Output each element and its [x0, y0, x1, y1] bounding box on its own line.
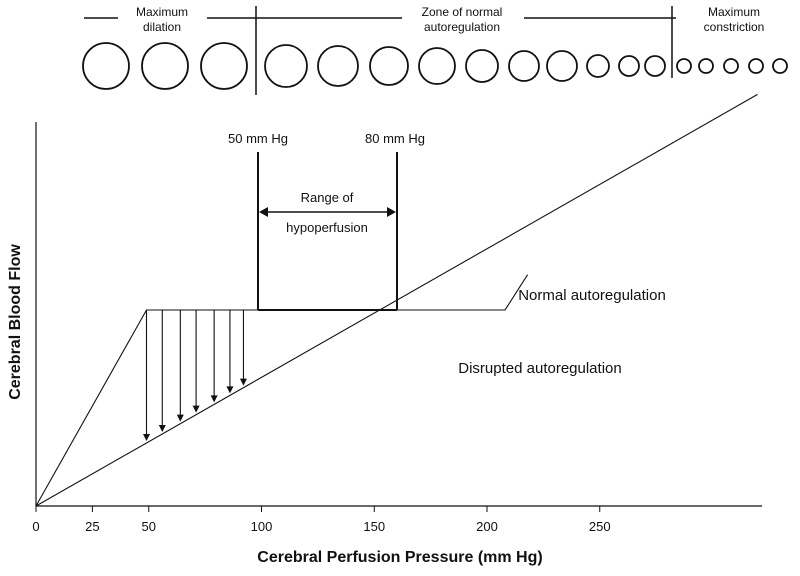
drop-arrow-head [210, 395, 218, 403]
drop-arrow-head [176, 414, 184, 422]
vessel-circle [586, 54, 610, 78]
vessel-diameter-band: Maximum dilation Zone of normal autoregu… [82, 5, 788, 95]
x-tick-label: 100 [251, 519, 273, 534]
x-tick-label: 250 [589, 519, 611, 534]
vessel-circle [317, 45, 359, 87]
drop-arrow-head [142, 433, 150, 441]
hypoperfusion-range-arrow [259, 207, 396, 217]
vessel-circle [698, 58, 714, 74]
curve-label-disrupted: Disrupted autoregulation [458, 360, 621, 377]
x-axis-title: Cerebral Perfusion Pressure (mm Hg) [257, 549, 542, 566]
vessel-circle [200, 42, 248, 90]
axes [35, 122, 762, 507]
x-tick-label: 50 [142, 519, 156, 534]
y-axis-title: Cerebral Blood Flow [7, 244, 24, 400]
vessel-circle [546, 50, 578, 82]
vessel-circle [748, 58, 764, 74]
x-tick-label: 0 [32, 519, 39, 534]
threshold-label-50: 50 mm Hg [228, 131, 288, 146]
threshold-label-80: 80 mm Hg [365, 131, 425, 146]
vessel-circle [418, 47, 456, 85]
x-tick-label: 25 [85, 519, 99, 534]
range-label-1: Range of [301, 190, 354, 205]
x-tick-label: 150 [363, 519, 385, 534]
vessel-circle [508, 50, 540, 82]
vessel-circle [82, 42, 130, 90]
curve-label-normal: Normal autoregulation [518, 287, 666, 304]
vessel-circle [369, 46, 409, 86]
x-ticks: 0 25 50 100 150 200 250 [32, 506, 611, 534]
range-label-2: hypoperfusion [286, 220, 368, 235]
vessel-circle [618, 55, 640, 77]
zone-label-normal-1: Zone of normal [422, 5, 503, 19]
vessel-circle [264, 44, 308, 88]
zone-label-max-dilation-1: Maximum [136, 5, 188, 19]
drop-arrow-head [226, 386, 234, 394]
drop-arrow-head [158, 424, 166, 432]
vessel-circle [644, 55, 666, 77]
hypoperfusion-drop-arrows [142, 310, 247, 441]
x-tick-label: 200 [476, 519, 498, 534]
drop-arrow-head [192, 405, 200, 413]
zone-label-normal-2: autoregulation [424, 20, 500, 34]
vessel-circle [772, 58, 788, 74]
zone-label-max-constriction-2: constriction [704, 20, 765, 34]
drop-arrow-head [239, 378, 247, 386]
vessel-circle [676, 58, 692, 74]
zone-label-max-constriction-1: Maximum [708, 5, 760, 19]
vessel-circles [82, 42, 788, 90]
vessel-circle [723, 58, 739, 74]
vessel-circle [141, 42, 189, 90]
zone-label-max-dilation-2: dilation [143, 20, 181, 34]
vessel-circle [465, 49, 499, 83]
